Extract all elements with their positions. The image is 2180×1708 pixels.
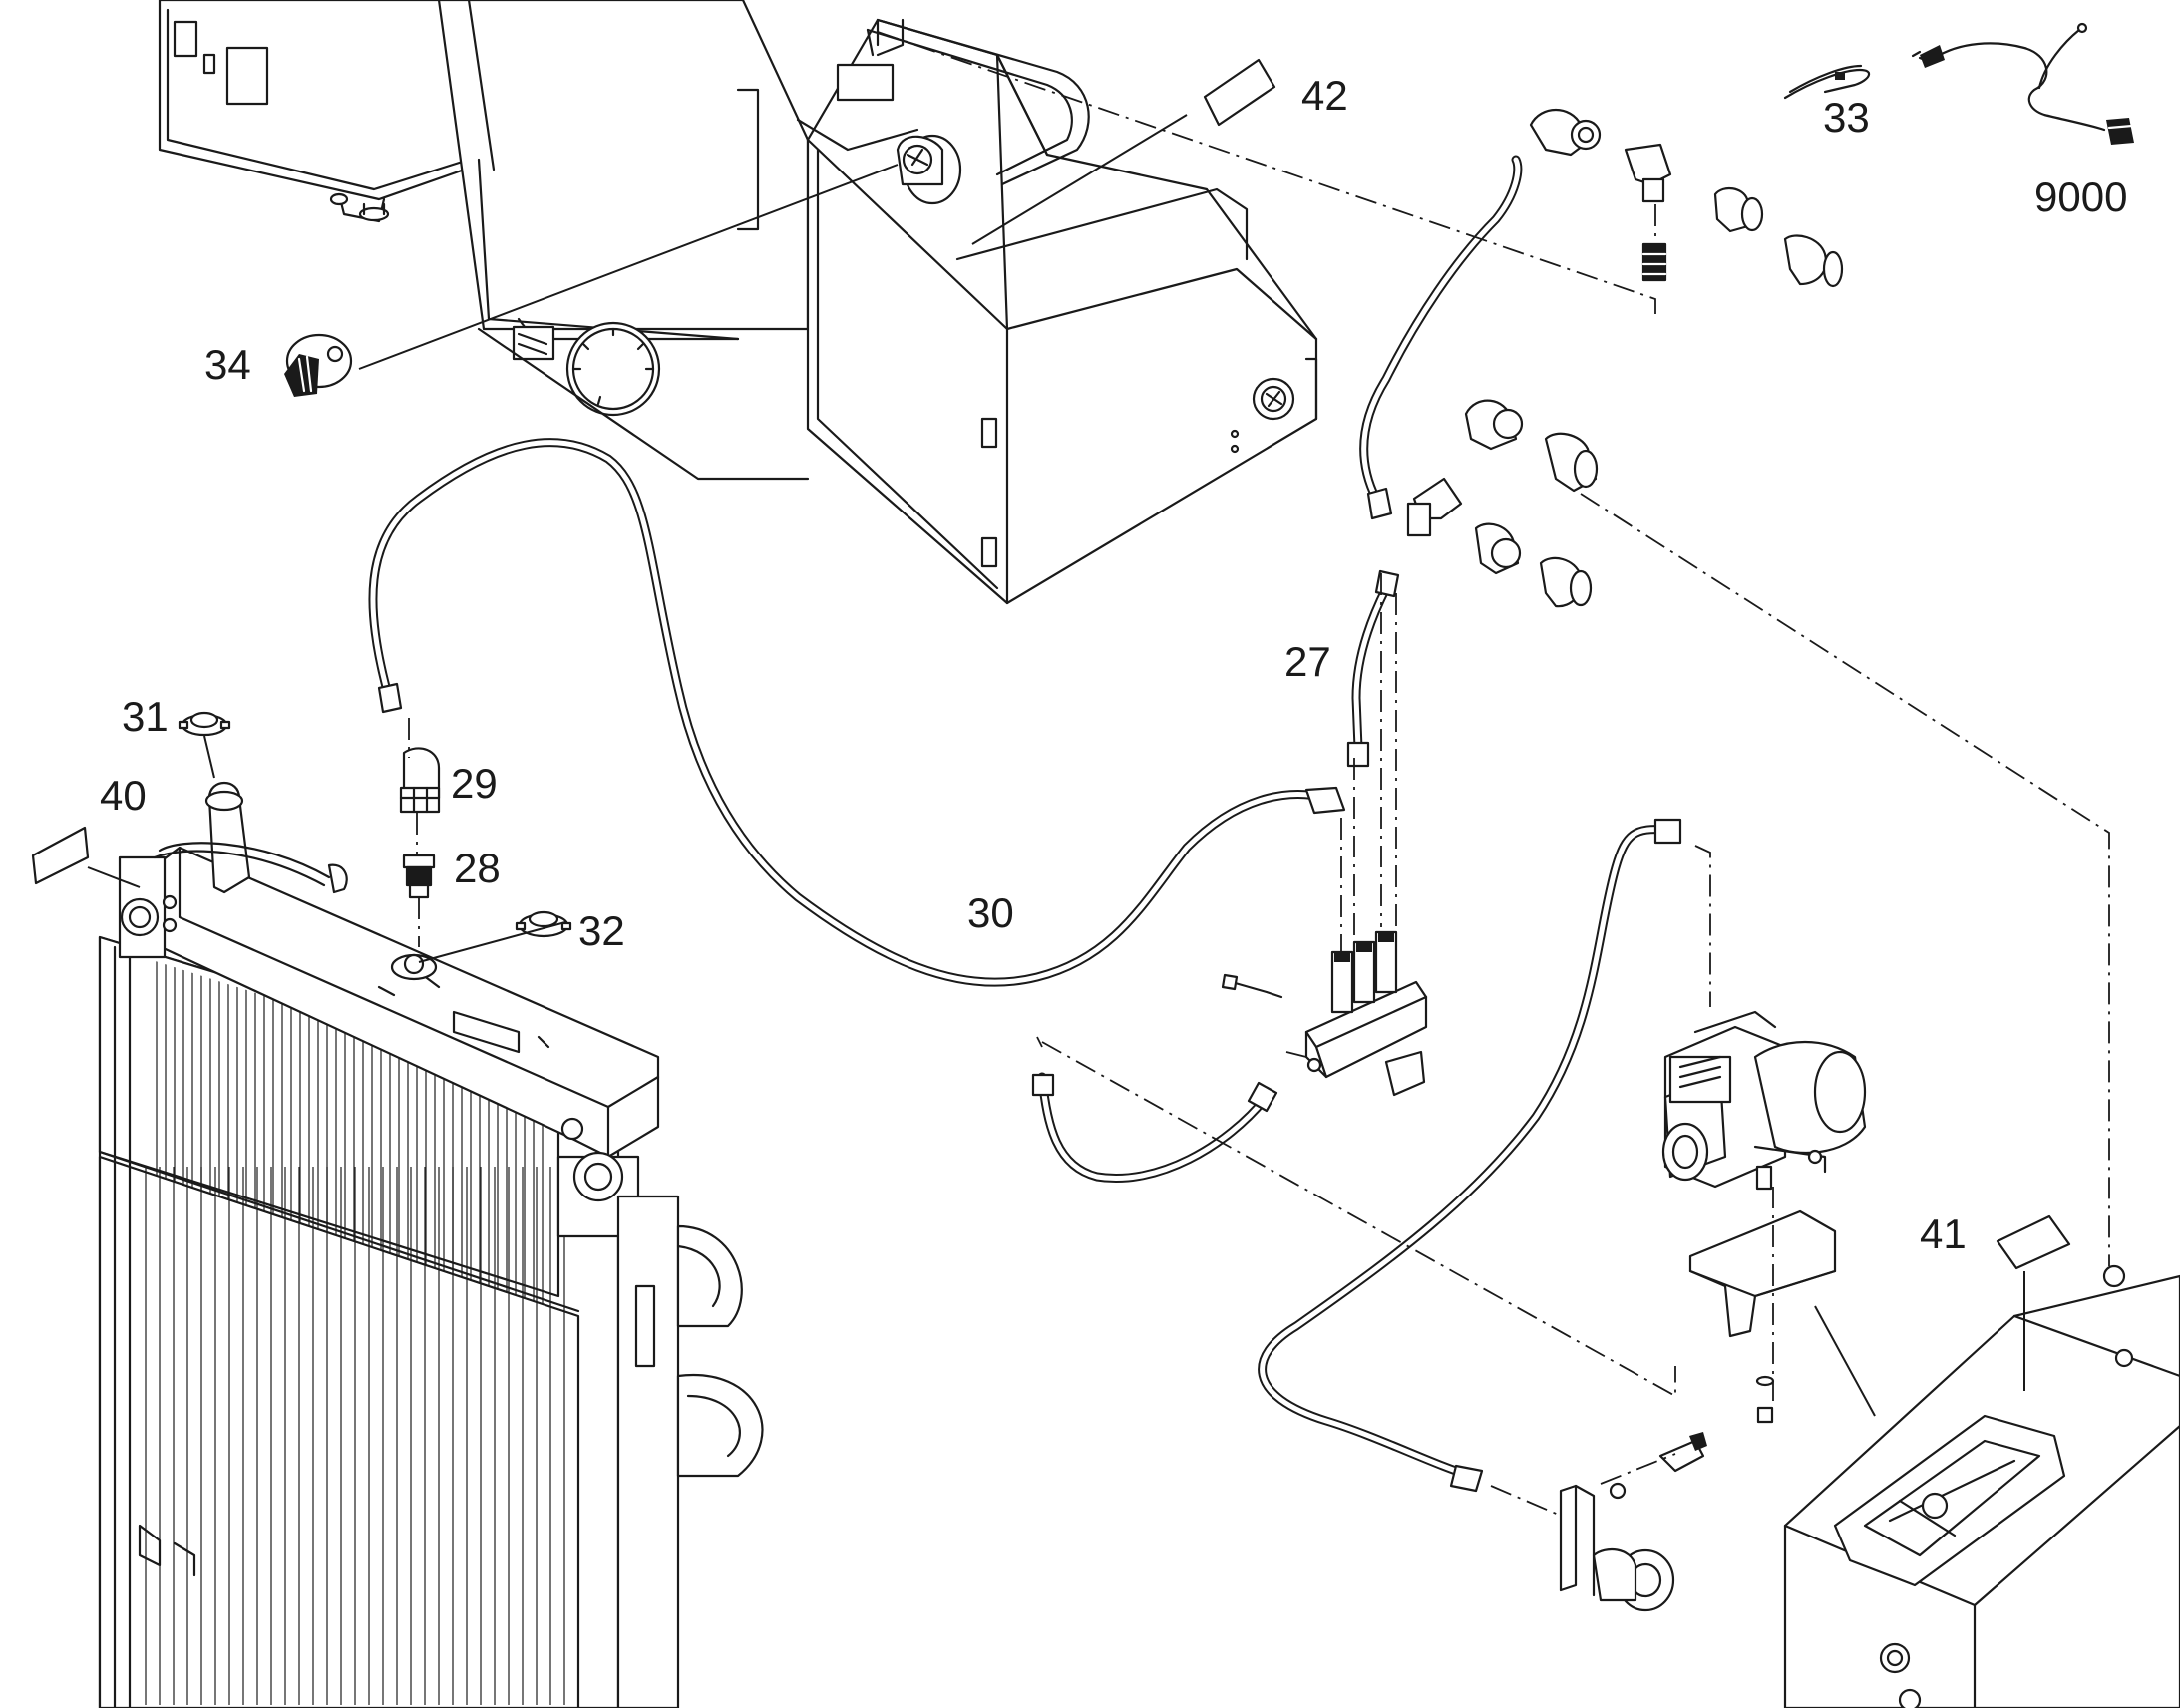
part-9000-wire-harness <box>1911 22 2134 145</box>
hose-30 <box>368 438 1346 987</box>
callout-34: 34 <box>204 341 251 388</box>
label-plate-42 <box>1203 58 1276 127</box>
hose-27 <box>1346 569 1400 768</box>
callout-31: 31 <box>122 693 169 740</box>
callout-30: 30 <box>967 889 1014 936</box>
leader-lines <box>87 114 2025 1417</box>
pump-motor <box>1661 1010 1867 1191</box>
pump-bracket <box>1688 1209 1837 1424</box>
callout-41: 41 <box>1920 1210 1967 1257</box>
callout-32: 32 <box>578 907 625 954</box>
hose-upper-right <box>1359 155 1523 520</box>
radiator-assembly <box>98 782 764 1708</box>
assembly-lines <box>408 31 2110 1517</box>
label-plate-41 <box>1996 1214 2071 1270</box>
fitting-28 <box>402 854 436 899</box>
callout-27: 27 <box>1284 638 1331 685</box>
machine-housing <box>158 0 1318 605</box>
callout-28: 28 <box>454 845 501 891</box>
fittings-upper-right <box>1529 109 1844 288</box>
label-plate-40 <box>31 826 90 885</box>
part-34-sensor <box>284 333 353 397</box>
hose-lower-long <box>1258 818 1682 1493</box>
manifold-block <box>1221 930 1428 1097</box>
cap-31 <box>178 711 231 737</box>
callout-40: 40 <box>100 772 147 819</box>
machine-housing-lower-right <box>1783 1264 2180 1708</box>
fitting-29 <box>399 747 441 814</box>
callout-labels: 27 28 29 30 31 32 33 34 40 41 42 9000 <box>100 72 2127 1257</box>
callout-9000: 9000 <box>2034 173 2127 220</box>
part-33-cable-tie <box>1783 64 1871 100</box>
callout-42: 42 <box>1301 72 1348 119</box>
hose-lower-short <box>1031 1072 1278 1183</box>
motor-bracket-lower <box>1559 1432 1707 1612</box>
fittings-middle-right <box>1406 399 1599 608</box>
callout-33: 33 <box>1823 94 1870 141</box>
callout-29: 29 <box>451 760 498 807</box>
